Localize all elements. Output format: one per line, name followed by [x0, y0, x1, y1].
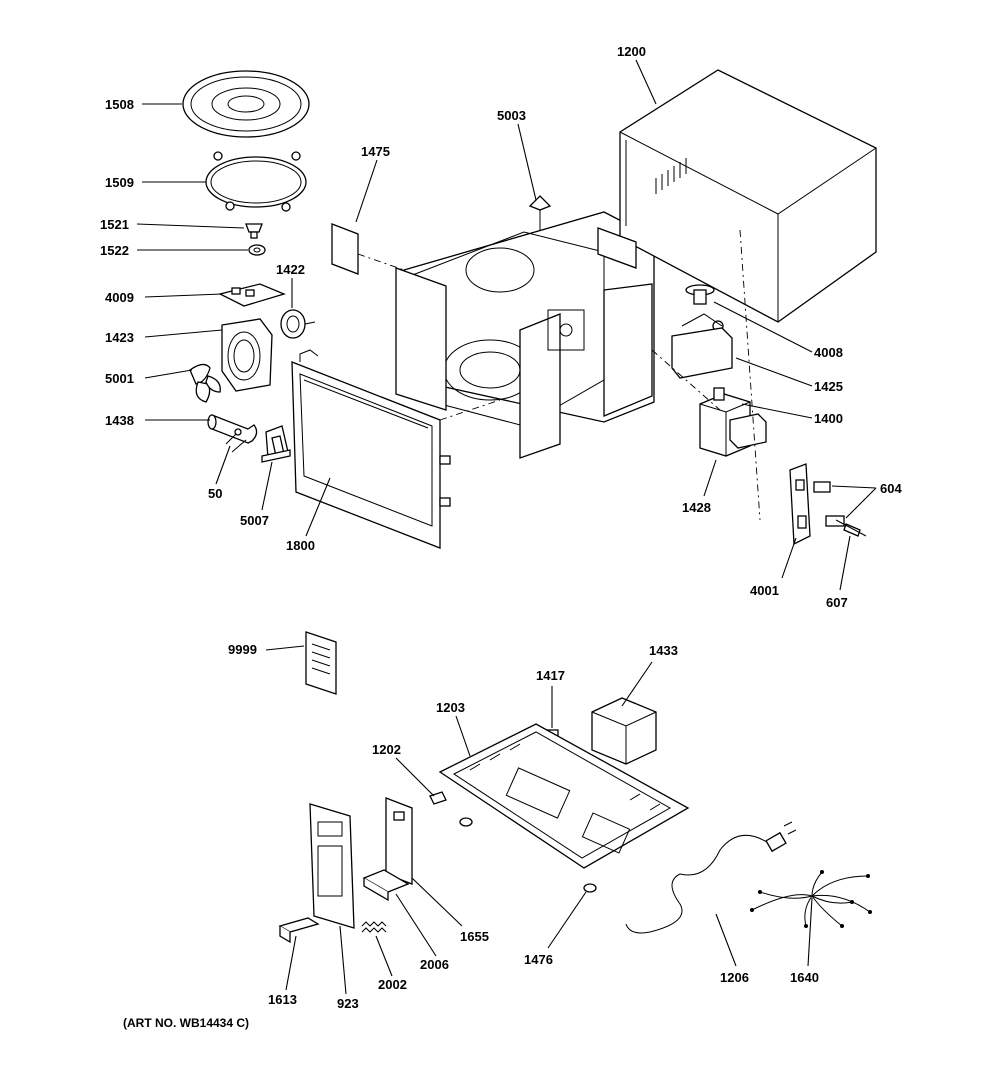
part-4009-control-board[interactable] [218, 283, 286, 307]
label-1417: 1417 [536, 668, 565, 683]
part-1509-roller-ring[interactable] [205, 151, 307, 212]
part-1640-wire-harness[interactable] [750, 870, 872, 928]
part-1521-coupler[interactable] [245, 223, 263, 239]
label-1640: 1640 [790, 970, 819, 985]
part-1203-base-plate[interactable] [438, 723, 690, 869]
label-923: 923 [337, 996, 359, 1011]
part-5007-bracket[interactable] [261, 425, 291, 463]
part-1476-foot[interactable] [459, 817, 597, 893]
part-1202-clip[interactable] [429, 791, 447, 805]
label-604: 604 [880, 481, 902, 496]
label-1800: 1800 [286, 538, 315, 553]
label-1202: 1202 [372, 742, 401, 757]
label-4008: 4008 [814, 345, 843, 360]
part-1613-door-button[interactable] [278, 917, 320, 944]
part-50-screw[interactable] [225, 428, 242, 445]
label-1203: 1203 [436, 700, 465, 715]
label-5001: 5001 [105, 371, 134, 386]
part-1475-label[interactable] [331, 223, 359, 275]
label-1400: 1400 [814, 411, 843, 426]
label-1422: 1422 [276, 262, 305, 277]
label-1423: 1423 [105, 330, 134, 345]
label-1433: 1433 [649, 643, 678, 658]
case-label-plate [597, 227, 637, 269]
part-9999-manual[interactable] [305, 631, 337, 695]
label-4009: 4009 [105, 290, 134, 305]
part-1800-door[interactable] [291, 349, 451, 549]
label-2006: 2006 [420, 957, 449, 972]
label-9999: 9999 [228, 642, 257, 657]
part-923-control-panel[interactable] [309, 803, 355, 929]
leader-lines [136, 59, 877, 995]
part-1200-outer-case[interactable] [619, 69, 877, 323]
label-4001: 4001 [750, 583, 779, 598]
part-4008-thermal-protector[interactable] [685, 284, 724, 332]
label-1438: 1438 [105, 413, 134, 428]
label-1655: 1655 [460, 929, 489, 944]
art-number-caption: (ART NO. WB14434 C) [123, 1016, 250, 1030]
part-1423-fan-shroud[interactable] [221, 318, 273, 392]
part-2006-latch[interactable] [362, 869, 410, 902]
part-1400-magnetron[interactable] [699, 387, 767, 457]
part-1655-control-board[interactable] [385, 797, 413, 885]
label-1425: 1425 [814, 379, 843, 394]
part-labels: 1508 1509 1521 1522 4009 1423 5001 1438 … [100, 44, 902, 1011]
part-4001-interlock-bracket[interactable] [789, 463, 811, 546]
label-607: 607 [826, 595, 848, 610]
part-607-fuse[interactable] [835, 519, 867, 537]
label-1428: 1428 [682, 500, 711, 515]
part-1438-capacitor[interactable] [207, 414, 258, 453]
label-5003: 5003 [497, 108, 526, 123]
label-5007: 5007 [240, 513, 269, 528]
part-5001-fan-blade[interactable] [189, 363, 221, 403]
label-1476: 1476 [524, 952, 553, 967]
part-1422-motor[interactable] [280, 309, 316, 339]
part-1425-waveguide-cover[interactable] [671, 313, 733, 379]
part-2002-spring[interactable] [361, 921, 387, 933]
part-1508-turntable-tray[interactable] [182, 70, 310, 138]
part-1206-power-cord[interactable] [625, 821, 797, 934]
part-1522-washer[interactable] [248, 244, 266, 256]
label-1508: 1508 [105, 97, 134, 112]
part-604-switch[interactable] [813, 481, 845, 527]
label-1522: 1522 [100, 243, 129, 258]
label-1509: 1509 [105, 175, 134, 190]
label-1613: 1613 [268, 992, 297, 1007]
label-1521: 1521 [100, 217, 129, 232]
label-2002: 2002 [378, 977, 407, 992]
label-1200: 1200 [617, 44, 646, 59]
label-1206: 1206 [720, 970, 749, 985]
part-1433-transformer[interactable] [591, 697, 657, 765]
oven-cavity [395, 211, 655, 459]
label-1475: 1475 [361, 144, 390, 159]
label-50: 50 [208, 486, 222, 501]
